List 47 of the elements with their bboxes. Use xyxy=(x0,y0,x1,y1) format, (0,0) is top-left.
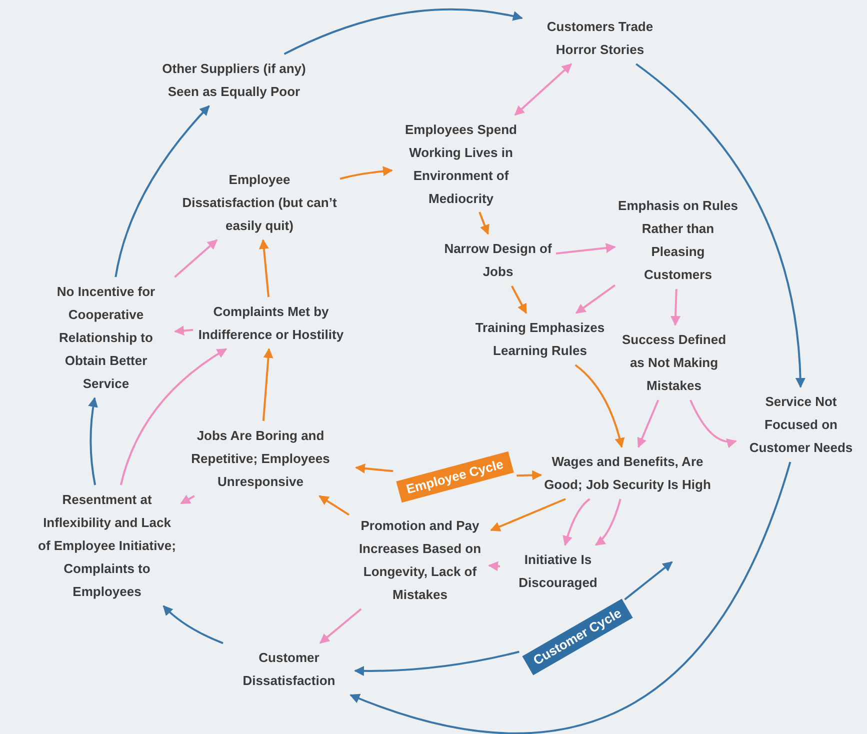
arrow xyxy=(575,284,616,314)
cause-text: Wages and Benefits, Are Good; Job Security Is High xyxy=(540,450,715,496)
arrow xyxy=(120,348,228,486)
cause-text: Promotion and Pay Increases Based on Longevity, Lack of Mistakes xyxy=(352,514,488,606)
cause-text: Customers Trade Horror Stories xyxy=(525,15,675,61)
arrow xyxy=(690,400,737,448)
arrow xyxy=(174,326,194,336)
arrow xyxy=(510,286,528,314)
arrow xyxy=(355,463,394,474)
arrow xyxy=(514,63,572,116)
arrow xyxy=(556,243,616,255)
cause-text: Employees Spend Working Lives in Environment of Mediocrity xyxy=(395,118,527,210)
arrow xyxy=(114,105,210,278)
arrow xyxy=(340,166,393,180)
arrow xyxy=(174,239,218,278)
arrow xyxy=(574,364,624,448)
arrow xyxy=(637,400,660,448)
arrow xyxy=(284,8,523,55)
arrow xyxy=(670,288,681,326)
cause-text: Complaints Met by Indifference or Hostility xyxy=(196,300,346,346)
arrow xyxy=(478,212,490,235)
arrow xyxy=(624,561,673,600)
arrow xyxy=(258,239,270,298)
cause-text: Narrow Design of Jobs xyxy=(443,237,553,283)
cause-text: No Incentive for Cooperative Relationship to Obtain Better Service xyxy=(40,280,172,395)
arrow xyxy=(354,650,520,676)
arrow xyxy=(488,561,500,572)
arrow xyxy=(516,470,542,480)
cause-text: Success Defined as Not Making Mistakes xyxy=(614,328,734,397)
arrow xyxy=(88,397,98,486)
cause-text: Emphasis on Rules Rather than Pleasing Customers xyxy=(618,194,738,286)
arrow xyxy=(162,605,224,644)
cause-text: Other Suppliers (if any) Seen as Equally Poor xyxy=(145,57,323,103)
cycle-banner: Employee Cycle xyxy=(396,451,514,503)
cause-text: Employee Dissatisfaction (but can’t easily quit) xyxy=(182,168,337,237)
cause-text: Service Not Focused on Customer Needs xyxy=(739,390,863,459)
arrow xyxy=(319,608,362,644)
arrow xyxy=(318,495,350,516)
arrow xyxy=(594,498,622,546)
arrow xyxy=(636,63,806,388)
arrow xyxy=(350,462,792,734)
arrow xyxy=(262,348,274,422)
arrow xyxy=(490,498,566,532)
arrow xyxy=(180,494,195,504)
cause-text: Initiative Is Discouraged xyxy=(503,548,613,594)
arrow xyxy=(562,498,590,546)
cause-text: Customer Dissatisfaction xyxy=(226,646,352,692)
